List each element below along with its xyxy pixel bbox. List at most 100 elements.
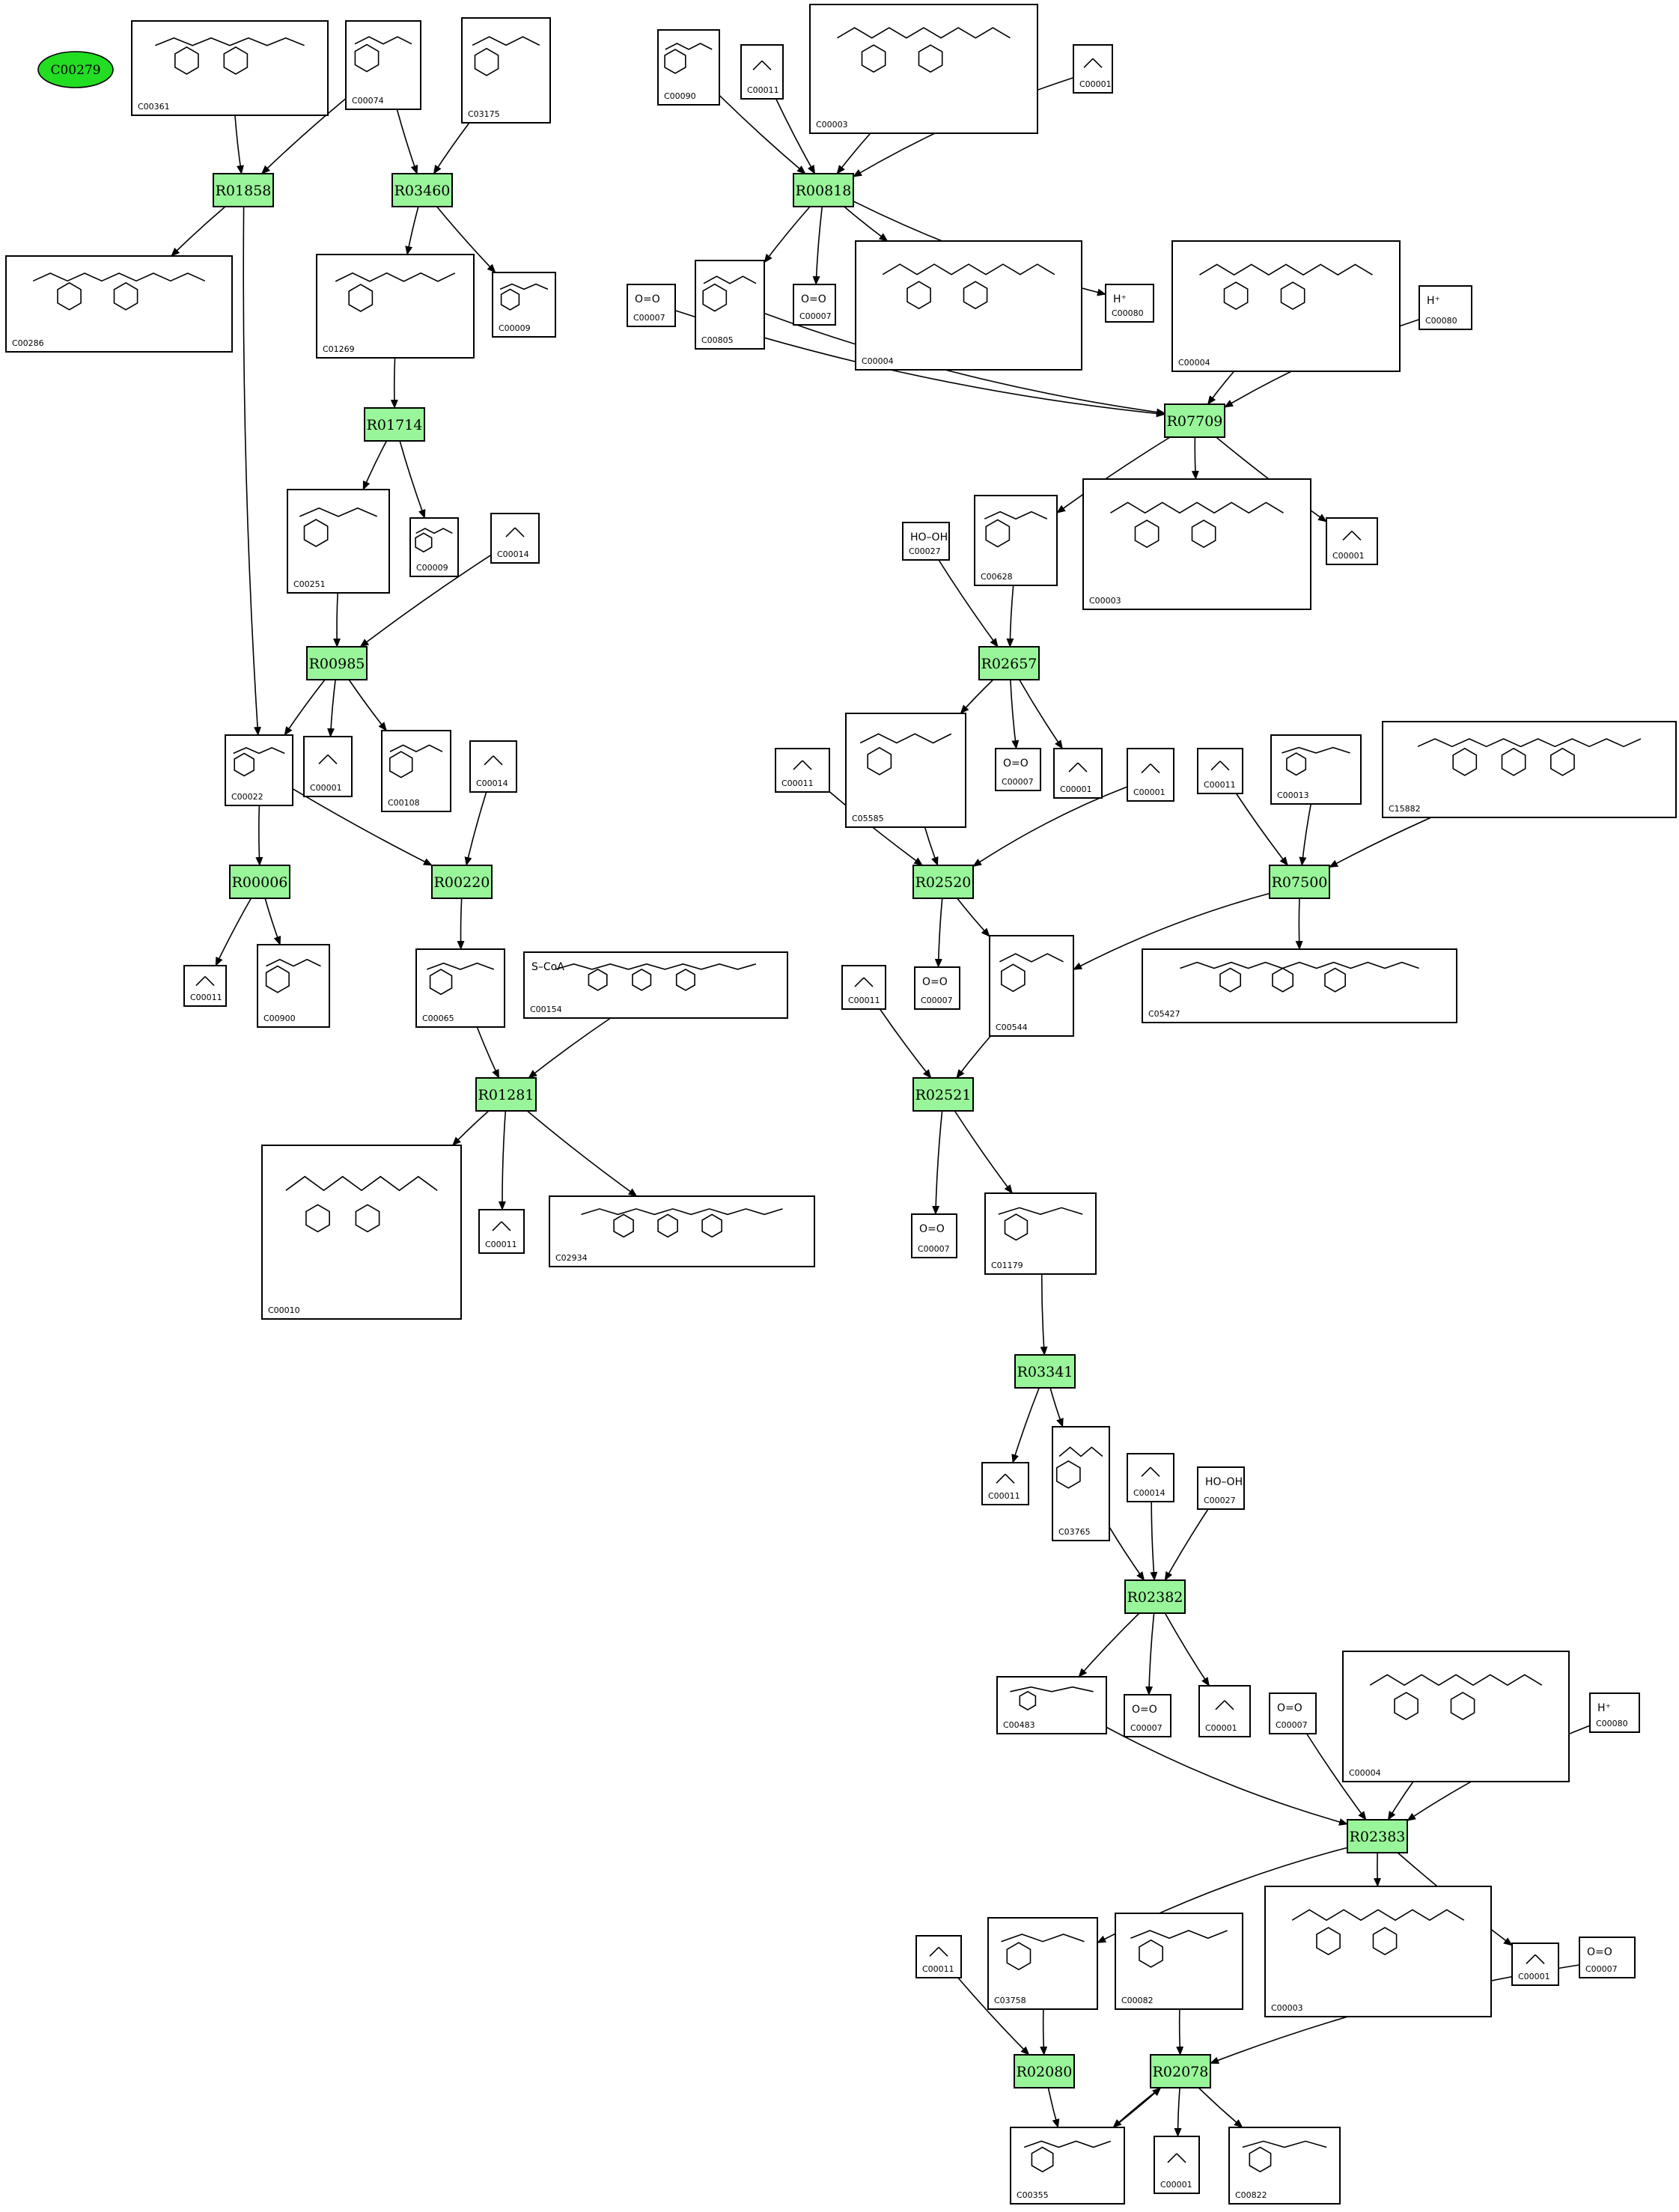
reaction-node[interactable]: R02521 xyxy=(912,1077,974,1112)
compound-formula: H⁺ xyxy=(1597,1702,1611,1714)
compound-box[interactable]: C00003 xyxy=(809,4,1038,134)
reaction-label: R03341 xyxy=(1017,1364,1073,1380)
compound-box[interactable]: C00001 xyxy=(1053,748,1103,799)
reaction-node[interactable]: R03341 xyxy=(1014,1354,1076,1389)
compound-box[interactable]: C00009 xyxy=(409,517,459,577)
compound-box[interactable]: C00004 xyxy=(1342,1651,1570,1782)
compound-box[interactable]: C00090 xyxy=(657,29,720,106)
reaction-node[interactable]: R00006 xyxy=(229,865,290,899)
reaction-node[interactable]: R02382 xyxy=(1124,1579,1186,1614)
reaction-edge xyxy=(348,679,387,731)
compound-box[interactable]: C00065 xyxy=(415,948,505,1028)
compound-box[interactable]: C00074 xyxy=(345,20,421,110)
compound-box[interactable]: C05585 xyxy=(845,713,966,828)
compound-box[interactable]: C00003 xyxy=(1264,1886,1492,2017)
structure-stroke xyxy=(1450,1692,1475,1721)
compound-box[interactable]: C05427 xyxy=(1142,948,1457,1023)
compound-box[interactable]: C00009 xyxy=(492,272,556,338)
compound-box[interactable]: C00108 xyxy=(381,730,451,812)
compound-frame xyxy=(131,20,329,116)
compound-box[interactable]: C00011 xyxy=(981,1462,1029,1505)
reaction-node[interactable]: R00985 xyxy=(306,646,368,680)
reaction-node[interactable]: R07500 xyxy=(1269,865,1330,899)
compound-box[interactable]: C00011 xyxy=(1197,748,1243,794)
reaction-node[interactable]: R02383 xyxy=(1347,1819,1408,1853)
compound-box[interactable]: C00483 xyxy=(996,1676,1107,1734)
compound-box[interactable]: C00011 xyxy=(841,965,886,1010)
compound-box[interactable]: C00011 xyxy=(915,1935,962,1978)
compound-box[interactable]: C00251 xyxy=(287,489,390,594)
compound-box[interactable]: C00011 xyxy=(478,1209,525,1254)
compound-box[interactable]: C00014 xyxy=(490,513,540,564)
reaction-node[interactable]: R03460 xyxy=(391,173,453,207)
reaction-label: R01714 xyxy=(367,417,423,433)
compound-box[interactable]: H⁺C00080 xyxy=(1589,1692,1640,1733)
compound-box[interactable]: C01179 xyxy=(984,1192,1097,1275)
reaction-node[interactable]: R01858 xyxy=(213,173,274,207)
reaction-node[interactable]: R02078 xyxy=(1150,2054,1211,2088)
start-compound-node[interactable]: C00279 xyxy=(37,51,114,88)
compound-box[interactable]: C00355 xyxy=(1010,2127,1125,2205)
compound-box[interactable]: C00001 xyxy=(1326,517,1378,565)
compound-box[interactable]: C03765 xyxy=(1052,1426,1110,1541)
compound-frame xyxy=(1589,1692,1640,1733)
compound-box[interactable]: C00004 xyxy=(855,240,1082,371)
compound-box[interactable]: C00011 xyxy=(183,965,227,1007)
compound-box[interactable]: C03175 xyxy=(461,17,551,124)
reaction-node[interactable]: R07709 xyxy=(1164,403,1225,438)
compound-box[interactable]: C00013 xyxy=(1270,734,1362,805)
reaction-node[interactable]: R00818 xyxy=(793,173,854,207)
compound-box[interactable]: C00286 xyxy=(5,255,233,353)
reaction-node[interactable]: R00220 xyxy=(431,865,493,899)
compound-box[interactable]: C00361 xyxy=(131,20,329,116)
compound-box[interactable]: C02934 xyxy=(549,1195,815,1267)
compound-box[interactable]: C00001 xyxy=(303,736,353,797)
reaction-node[interactable]: R02520 xyxy=(912,865,974,899)
compound-box[interactable]: C03758 xyxy=(987,1917,1098,2010)
compound-box[interactable]: C00001 xyxy=(1127,748,1174,802)
compound-box[interactable]: C01269 xyxy=(316,254,475,359)
compound-box[interactable]: C00805 xyxy=(695,260,765,350)
compound-box[interactable]: C00001 xyxy=(1198,1685,1251,1737)
compound-box[interactable]: C00010 xyxy=(261,1145,462,1320)
compound-box[interactable]: C00011 xyxy=(775,748,830,793)
reaction-node[interactable]: R02080 xyxy=(1014,2054,1075,2088)
compound-box[interactable]: C00082 xyxy=(1115,1913,1243,2010)
compound-box[interactable]: C00004 xyxy=(1171,240,1401,372)
compound-box[interactable]: C00900 xyxy=(257,944,330,1028)
compound-id: C05585 xyxy=(852,814,884,823)
compound-box[interactable]: C00822 xyxy=(1228,2127,1341,2205)
compound-box[interactable]: H⁺C00080 xyxy=(1419,285,1472,330)
compound-frame xyxy=(345,20,421,110)
compound-box[interactable]: C00628 xyxy=(974,495,1058,586)
reaction-edge xyxy=(327,679,336,737)
compound-box[interactable]: C00014 xyxy=(469,740,517,793)
compound-box[interactable]: C00022 xyxy=(225,734,293,806)
compound-box[interactable]: C00014 xyxy=(1127,1453,1174,1502)
compound-box[interactable]: C15882 xyxy=(1382,721,1677,818)
reaction-edge xyxy=(264,898,281,945)
reaction-node[interactable]: R01281 xyxy=(475,1077,537,1112)
compound-box[interactable]: C00001 xyxy=(1154,2136,1200,2194)
compound-box[interactable]: C00011 xyxy=(740,44,784,100)
structure-stroke xyxy=(999,953,1064,963)
compound-box[interactable]: C00001 xyxy=(1073,44,1113,94)
compound-box[interactable]: C00003 xyxy=(1082,478,1311,610)
reaction-node[interactable]: R01714 xyxy=(364,407,425,442)
compound-box[interactable]: H⁺C00080 xyxy=(1105,284,1154,323)
compound-box[interactable]: C00001 xyxy=(1511,1943,1559,1986)
compound-box[interactable]: C00544 xyxy=(989,935,1074,1037)
reaction-node[interactable]: R02657 xyxy=(978,646,1040,680)
